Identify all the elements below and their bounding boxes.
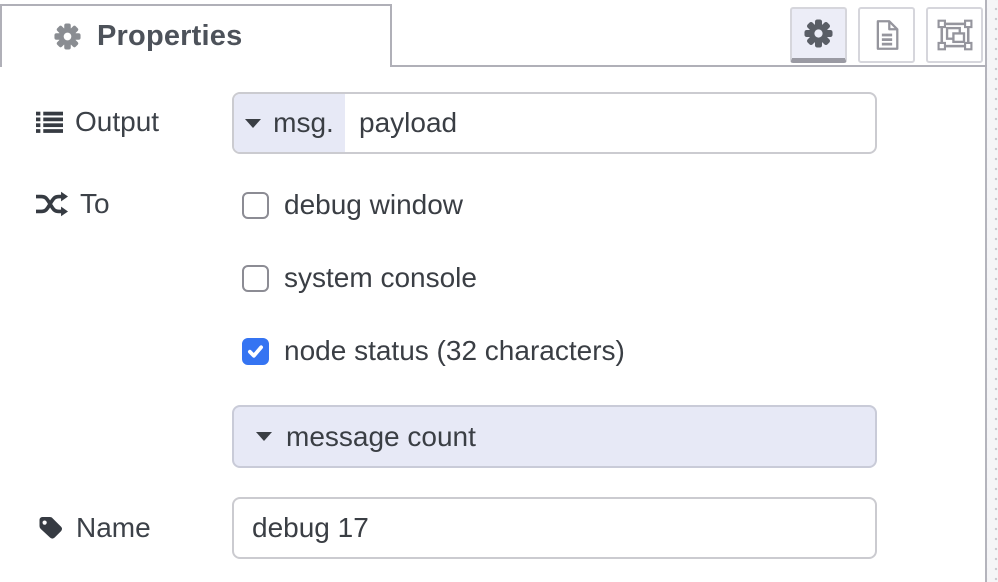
checkbox-label[interactable]: node status (32 characters) xyxy=(284,335,625,366)
node-status-checkbox[interactable] xyxy=(242,337,269,365)
document-icon xyxy=(873,19,901,51)
tab-row-divider xyxy=(392,65,987,67)
to-label: To xyxy=(36,187,110,221)
output-property-input[interactable] xyxy=(345,94,875,152)
status-select-value: message count xyxy=(286,420,476,452)
gear-icon xyxy=(54,23,81,50)
typed-input-type-label: msg. xyxy=(273,107,334,138)
debug-window-checkbox[interactable] xyxy=(242,191,269,219)
name-input[interactable] xyxy=(232,497,877,559)
gear-icon xyxy=(804,19,833,48)
debug-window-option[interactable]: debug window xyxy=(242,189,463,221)
output-label-text: Output xyxy=(75,106,160,137)
properties-tab-button[interactable] xyxy=(790,7,847,63)
to-label-text: To xyxy=(80,188,110,219)
output-typed-input: msg. xyxy=(232,92,877,154)
description-tab-button[interactable] xyxy=(858,7,915,63)
name-label-text: Name xyxy=(76,512,151,543)
name-label: Name xyxy=(36,511,151,545)
node-status-option[interactable]: node status (32 characters) xyxy=(242,335,625,367)
chevron-down-icon xyxy=(245,118,262,128)
workspace-grid-strip xyxy=(987,0,998,582)
chevron-down-icon xyxy=(256,432,272,441)
list-icon xyxy=(36,110,63,135)
tab-label: Properties xyxy=(97,20,243,52)
output-label: Output xyxy=(36,105,159,139)
status-content-select[interactable]: message count xyxy=(232,405,877,468)
shuffle-icon xyxy=(36,191,68,217)
system-console-option[interactable]: system console xyxy=(242,262,477,294)
appearance-tab-button[interactable] xyxy=(926,7,983,63)
checkbox-label[interactable]: debug window xyxy=(284,189,464,220)
system-console-checkbox[interactable] xyxy=(242,264,269,292)
checkbox-label[interactable]: system console xyxy=(284,262,477,293)
appearance-icon xyxy=(937,19,973,51)
panel-right-border xyxy=(985,0,987,582)
typed-input-type-button[interactable]: msg. xyxy=(234,94,345,152)
tag-icon xyxy=(36,514,64,542)
tab-properties[interactable]: Properties xyxy=(0,4,392,67)
